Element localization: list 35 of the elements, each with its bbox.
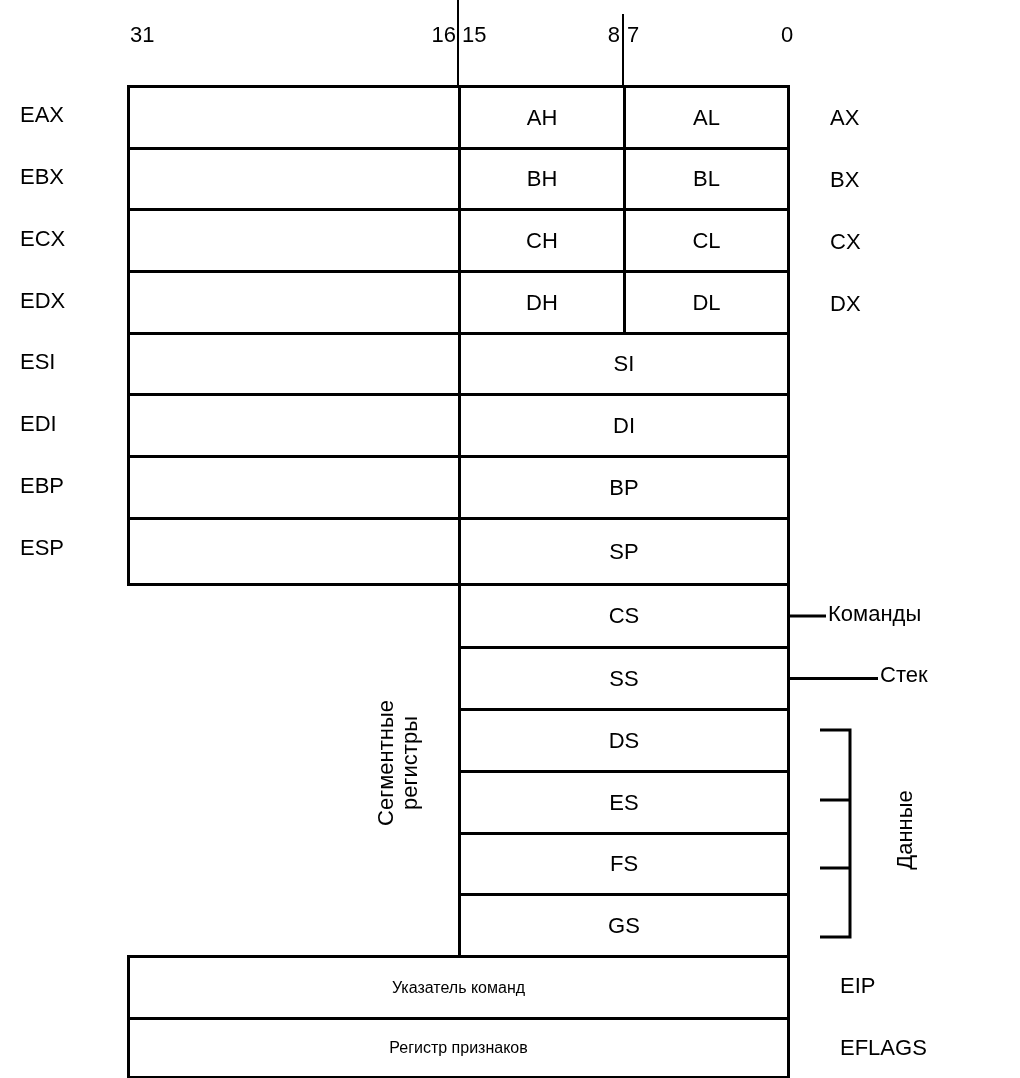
register-cell: SS <box>458 646 790 711</box>
register-name: EIP <box>840 975 876 997</box>
register-name: ECX <box>20 228 66 250</box>
leader-line <box>790 614 826 618</box>
leader-line <box>790 677 878 680</box>
register-cell: FS <box>458 832 790 896</box>
bit-number: 15 <box>462 24 487 46</box>
register-cell: CS <box>458 583 790 649</box>
register-cell: GS <box>458 893 790 958</box>
register-name: EBP <box>20 475 65 497</box>
register-name: EBX <box>20 166 65 188</box>
register-name: DX <box>830 293 861 315</box>
register-name: CX <box>830 231 861 253</box>
segment-purpose-label: Команды <box>828 601 922 627</box>
bit-number: 31 <box>130 24 155 46</box>
data-segments-label: Данные <box>892 789 918 872</box>
register-cell: Регистр признаков <box>127 1017 790 1078</box>
bit-number: 16 <box>431 24 456 46</box>
register-cell: Указатель команд <box>127 955 790 1020</box>
register-name: ESI <box>20 351 56 373</box>
bit-number: 7 <box>627 24 640 46</box>
bit-number: 8 <box>607 24 620 46</box>
bit-number: 0 <box>780 24 794 46</box>
register-name: EFLAGS <box>840 1037 927 1059</box>
register-cell: AL <box>623 85 790 150</box>
register-name: EDI <box>20 413 57 435</box>
register-name: BX <box>830 169 860 191</box>
register-name: AX <box>830 107 860 129</box>
register-name: ESP <box>20 537 65 559</box>
register-cell: ES <box>458 770 790 835</box>
register-cell: DS <box>458 708 790 773</box>
segment-purpose-label: Стек <box>880 662 928 688</box>
register-name: EAX <box>20 104 65 126</box>
segment-registers-caption: Сегментные регистры <box>373 699 423 828</box>
register-name: EDX <box>20 290 66 312</box>
